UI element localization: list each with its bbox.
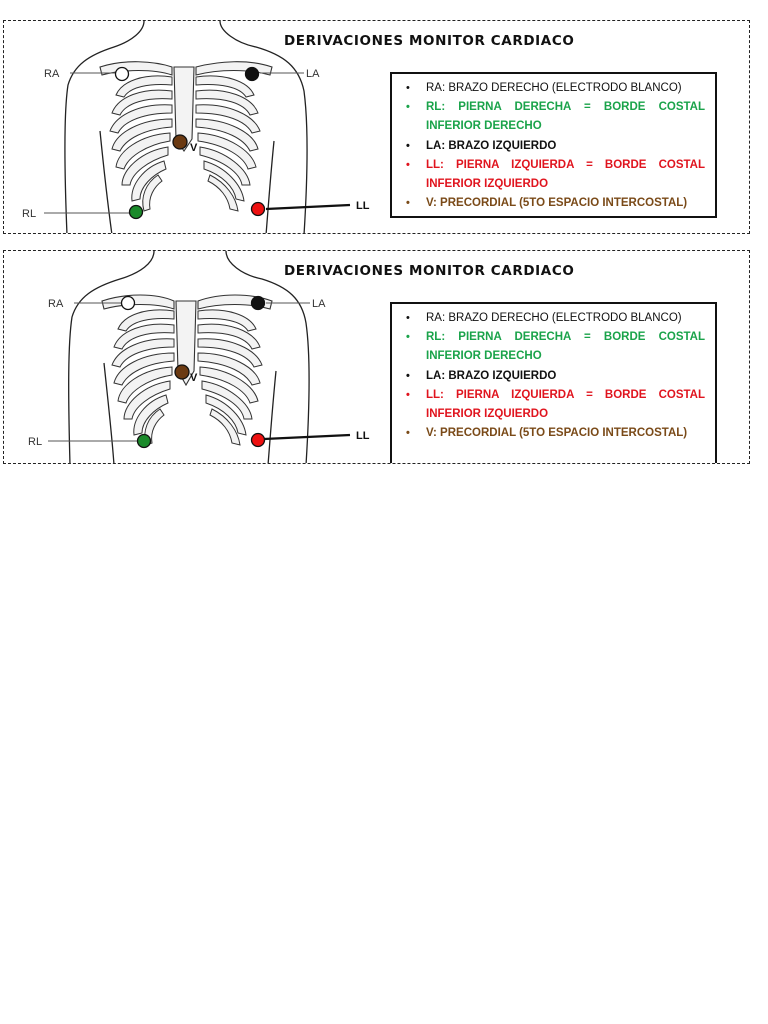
page-title: DERIVACIONES MONITOR CARDIACO xyxy=(284,33,575,49)
legend-item-ll: •LL: PIERNA IZQUIERDA = BORDE COSTAL INF… xyxy=(406,158,705,191)
lead-placement-card-2: RA LA RL LL V DERIVACIONES MONITOR CARDI… xyxy=(3,250,750,464)
ll-electrode xyxy=(250,432,266,448)
rl-electrode xyxy=(128,204,144,220)
v-label: V xyxy=(190,142,198,154)
ra-label: RA xyxy=(48,298,64,310)
ll-leader-line xyxy=(263,433,351,441)
rl-label: RL xyxy=(22,208,36,220)
legend-item-la: •LA: BRAZO IZQUIERDO xyxy=(406,369,557,382)
la-label: LA xyxy=(306,68,320,80)
v-electrode xyxy=(174,364,190,380)
legend-item-rl: •RL: PIERNA DERECHA = BORDE COSTAL INFER… xyxy=(406,101,705,133)
legend-item-la: •LA: BRAZO IZQUIERDO xyxy=(406,139,557,152)
ll-electrode xyxy=(250,201,266,217)
ribs-left xyxy=(195,75,261,212)
lead-placement-card-1: RA LA RL LL V DERIVACIONES MONITOR CARDI… xyxy=(3,20,750,234)
legend-item-ra: •RA: BRAZO DERECHO (ELECTRODO BLANCO) xyxy=(406,312,682,324)
rl-label: RL xyxy=(28,436,42,448)
page-title: DERIVACIONES MONITOR CARDIACO xyxy=(284,263,575,279)
sternum xyxy=(173,66,195,152)
v-electrode xyxy=(172,134,188,150)
ll-label: LL xyxy=(356,200,370,212)
la-label: LA xyxy=(312,298,326,310)
legend-item-v: •V: PRECORDIAL (5TO ESPACIO INTERCOSTAL) xyxy=(406,427,688,440)
leader-lines xyxy=(44,72,304,214)
ra-electrode xyxy=(114,66,130,82)
legend-item-ll: •LL: PIERNA IZQUIERDA = BORDE COSTAL INF… xyxy=(406,388,705,421)
ribs-right xyxy=(111,309,175,446)
legend-box: •RA: BRAZO DERECHO (ELECTRODO BLANCO) •R… xyxy=(390,72,717,218)
ll-label: LL xyxy=(356,430,370,442)
leader-lines xyxy=(48,302,310,442)
v-label: V xyxy=(190,372,198,384)
legend-box: •RA: BRAZO DERECHO (ELECTRODO BLANCO) •R… xyxy=(390,302,717,463)
torso-outline xyxy=(68,251,310,463)
la-electrode xyxy=(244,66,260,82)
legend-item-v: •V: PRECORDIAL (5TO ESPACIO INTERCOSTAL) xyxy=(406,197,688,210)
ll-leader-line xyxy=(265,203,351,211)
legend-item-ra: •RA: BRAZO DERECHO (ELECTRODO BLANCO) xyxy=(406,82,682,94)
ribs-right xyxy=(109,75,173,212)
sternum xyxy=(175,300,197,387)
rl-electrode xyxy=(136,433,152,449)
legend-item-rl: •RL: PIERNA DERECHA = BORDE COSTAL INFER… xyxy=(406,331,705,363)
chest-illustration: RA LA RL LL V xyxy=(28,251,370,463)
ra-electrode xyxy=(120,295,136,311)
ribs-left xyxy=(197,309,263,446)
la-electrode xyxy=(250,295,266,311)
chest-illustration: RA LA RL LL V xyxy=(22,21,370,233)
ra-label: RA xyxy=(44,68,60,80)
